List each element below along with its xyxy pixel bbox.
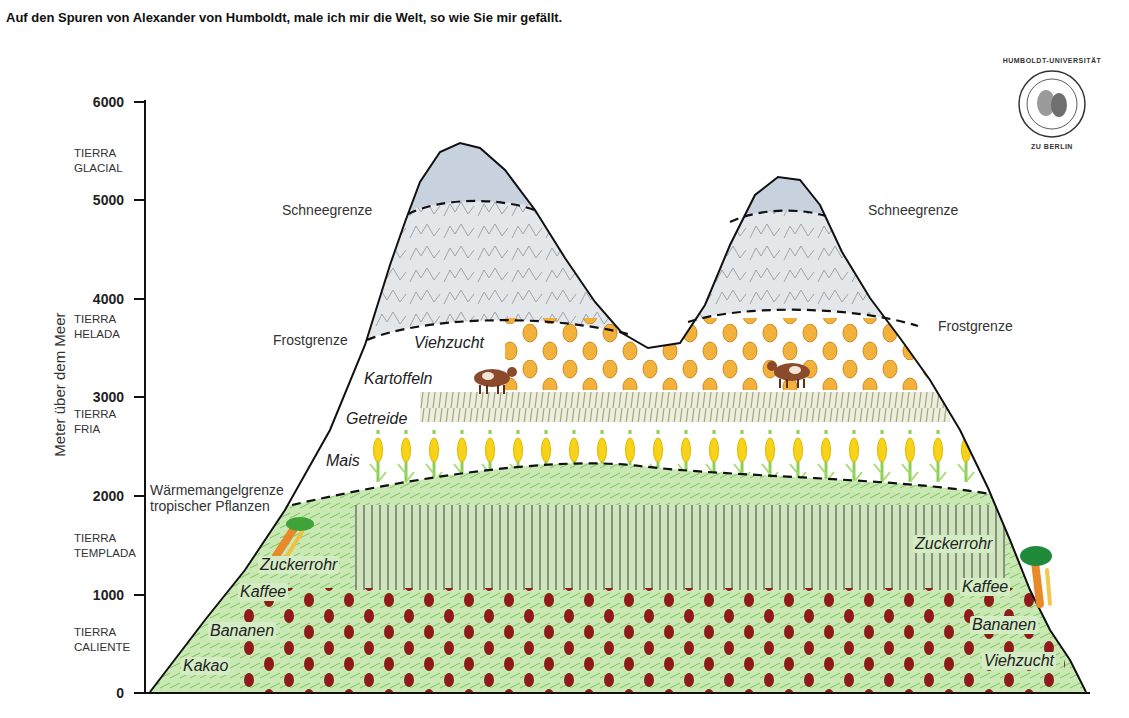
axis-tick-label: 3000 <box>93 389 124 405</box>
sugarcane-field <box>355 505 1005 590</box>
potato-field <box>505 318 935 390</box>
illustration-part <box>474 369 510 387</box>
zone-name: TIERRA FRIA <box>74 407 116 437</box>
land-use-label: Viehzucht <box>412 334 486 352</box>
tree <box>276 517 314 556</box>
illustration-part <box>480 385 504 394</box>
snow-cap <box>700 100 850 226</box>
land-use-label: Kakao <box>181 657 230 675</box>
land-use-label: Viehzucht <box>982 652 1056 670</box>
illustration-part <box>1047 570 1050 604</box>
zone-name: TIERRA GLACIAL <box>74 146 123 176</box>
tick-marks <box>134 102 145 693</box>
cow <box>767 361 810 388</box>
axis-tick-label: 5000 <box>93 192 124 208</box>
land-use-label: Getreide <box>344 410 409 428</box>
illustration-part <box>287 532 302 556</box>
illustration-part <box>789 366 801 374</box>
land-use-label: Bananen <box>970 616 1038 634</box>
mountain-outline <box>150 143 1086 692</box>
land-use-label: Kaffee <box>238 583 288 601</box>
axis-tick-label: 0 <box>116 685 124 701</box>
page-title: Auf den Spuren von Alexander von Humbold… <box>6 11 562 26</box>
land-use-label: Kartoffeln <box>362 370 434 388</box>
illustration-part <box>507 367 517 377</box>
land-use-label: Zuckerrohr <box>258 556 339 574</box>
university-seal <box>1019 71 1085 137</box>
boundary-label: Wärmemangelgrenze tropischer Pflanzen <box>150 482 295 514</box>
illustration-part <box>286 517 314 531</box>
axis-tick-label: 4000 <box>93 291 124 307</box>
boundary-label: Frostgrenze <box>938 318 1013 334</box>
axis-tick-label: 6000 <box>93 94 124 110</box>
axis <box>134 100 1090 693</box>
boundary-label: Schneegrenze <box>282 202 372 218</box>
land-use-label: Zuckerrohr <box>913 535 994 553</box>
snow-line <box>408 201 540 214</box>
zone-name: TIERRA HELADA <box>74 312 120 342</box>
zone-name: TIERRA TEMPLADA <box>74 531 136 561</box>
axis-tick-label: 2000 <box>93 488 124 504</box>
seal-text: HUMBOLDT-UNIVERSITÄT <box>1003 57 1102 65</box>
boundary-label: Frostgrenze <box>273 332 348 348</box>
illustration-part <box>482 372 494 380</box>
tropical-ground <box>140 463 1100 700</box>
illustration-part <box>1035 562 1040 604</box>
land-use-label: Mais <box>324 452 362 470</box>
illustration-part <box>774 363 810 381</box>
illustration-part <box>1027 79 1077 129</box>
base-line <box>145 692 1090 694</box>
illustration-part <box>1019 71 1085 137</box>
axis-tick-label: 1000 <box>93 587 124 603</box>
grain-field <box>420 392 950 422</box>
cow <box>474 367 517 394</box>
illustration-part <box>1020 546 1052 566</box>
mountain-fill <box>140 100 1100 700</box>
land-use-label: Kaffee <box>960 578 1010 596</box>
illustration-part <box>767 361 777 371</box>
seal-text: ZU BERLIN <box>1031 143 1073 151</box>
coffee-plantation <box>235 588 1065 692</box>
zone-name: TIERRA CALIENTE <box>74 625 130 655</box>
frost-line <box>367 320 628 340</box>
warmth-line <box>292 463 990 505</box>
illustration-part <box>1051 93 1067 117</box>
axis-title: Meter über dem Meer <box>51 313 68 457</box>
frost-line <box>688 310 918 326</box>
snow-cap <box>380 100 560 218</box>
illustration-part <box>780 379 804 388</box>
boundary-label: Schneegrenze <box>868 202 958 218</box>
tree <box>1020 546 1052 604</box>
land-use-label: Bananen <box>208 622 276 640</box>
